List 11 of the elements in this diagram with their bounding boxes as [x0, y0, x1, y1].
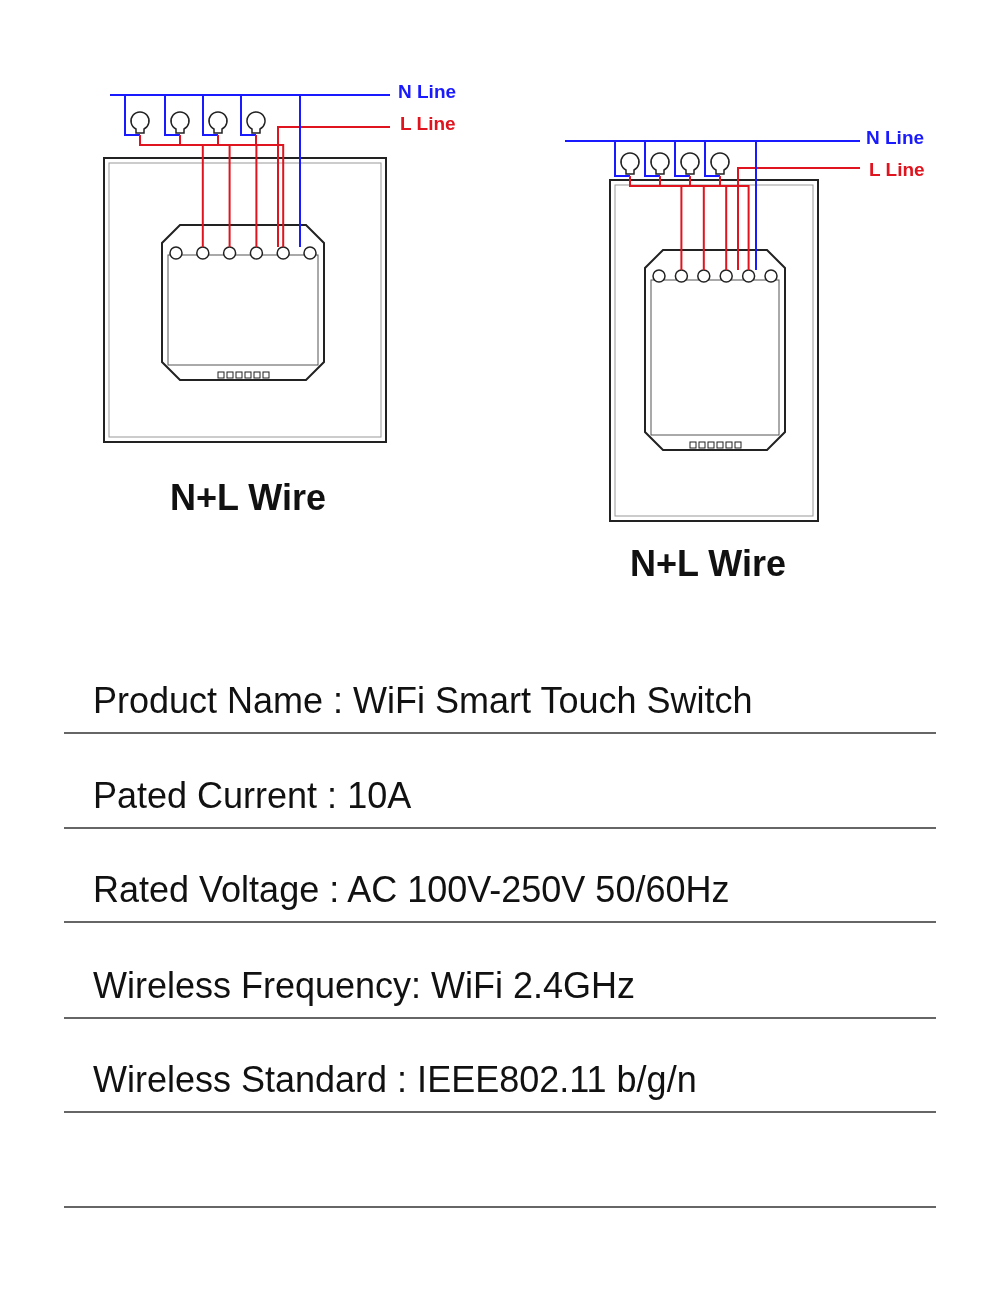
diagram-caption: N+L Wire	[168, 480, 328, 516]
spec-text: Pated Current : 10A	[93, 778, 412, 814]
wire-label: N Line	[866, 128, 925, 147]
spec-text: Wireless Standard : IEEE802.11 b/g/n	[93, 1062, 697, 1098]
wire-label: L Line	[869, 160, 925, 179]
wire-label: L Line	[400, 114, 456, 133]
spec-text: Rated Voltage : AC 100V-250V 50/60Hz	[93, 872, 730, 908]
spec-text: Product Name : WiFi Smart Touch Switch	[93, 683, 753, 719]
diagram-caption: N+L Wire	[628, 546, 788, 582]
spec-text: Wireless Frequency: WiFi 2.4GHz	[93, 968, 636, 1004]
wire-label: N Line	[398, 82, 457, 101]
